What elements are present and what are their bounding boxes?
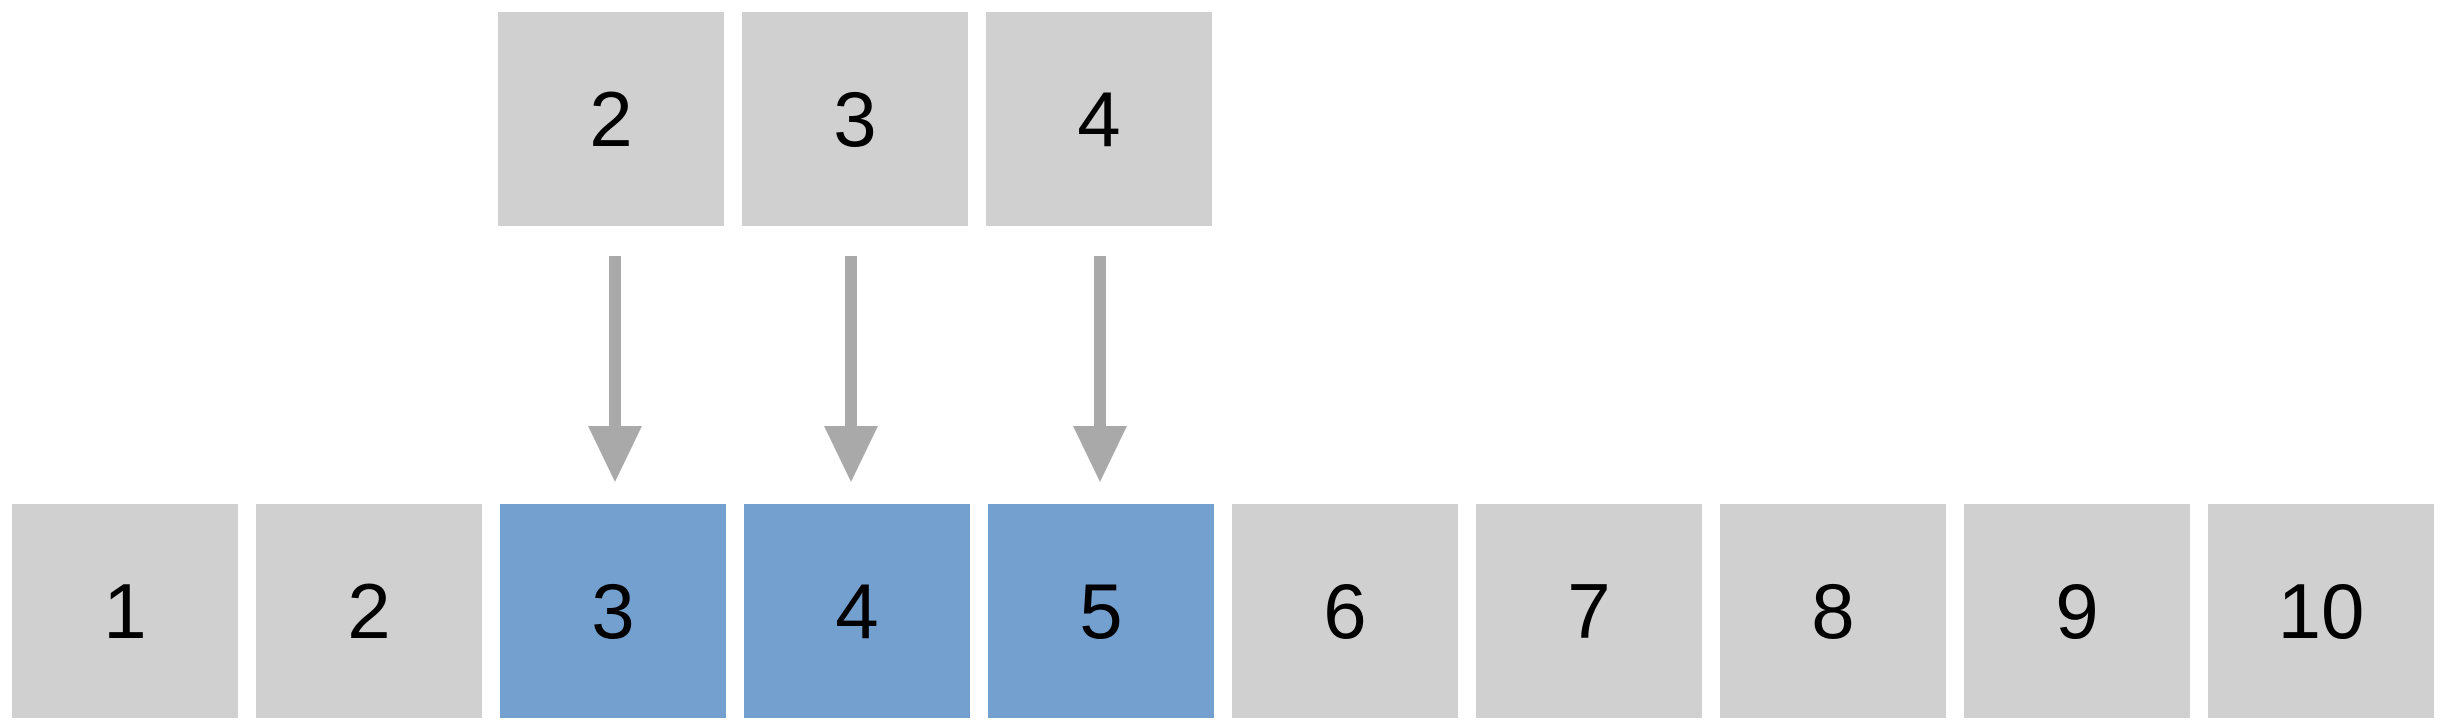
bottom-cell: 2 — [256, 504, 482, 718]
bottom-cell: 10 — [2208, 504, 2434, 718]
bottom-cell: 7 — [1476, 504, 1702, 718]
cell-label: 5 — [1079, 567, 1123, 655]
bottom-cell-highlighted: 3 — [500, 504, 726, 718]
cell-label: 3 — [591, 567, 635, 655]
cell-label: 8 — [1811, 567, 1855, 655]
bottom-cell-highlighted: 4 — [744, 504, 970, 718]
cell-label: 3 — [833, 75, 877, 163]
down-arrow-icon — [1073, 256, 1127, 482]
bottom-cell: 8 — [1720, 504, 1946, 718]
cell-label: 4 — [1077, 75, 1121, 163]
cell-label: 2 — [589, 75, 633, 163]
down-arrow-icon — [824, 256, 878, 482]
top-cell: 4 — [986, 12, 1212, 226]
down-arrow-icon — [588, 256, 642, 482]
bottom-cell: 6 — [1232, 504, 1458, 718]
cell-label: 6 — [1323, 567, 1367, 655]
cell-label: 2 — [347, 567, 391, 655]
cell-label: 9 — [2055, 567, 2099, 655]
cell-label: 10 — [2277, 567, 2365, 655]
cell-label: 4 — [835, 567, 879, 655]
bottom-cell: 1 — [12, 504, 238, 718]
bottom-cell: 9 — [1964, 504, 2190, 718]
bottom-cell-highlighted: 5 — [988, 504, 1214, 718]
cell-label: 7 — [1567, 567, 1611, 655]
top-cell: 2 — [498, 12, 724, 226]
cell-label: 1 — [103, 567, 147, 655]
top-cell: 3 — [742, 12, 968, 226]
